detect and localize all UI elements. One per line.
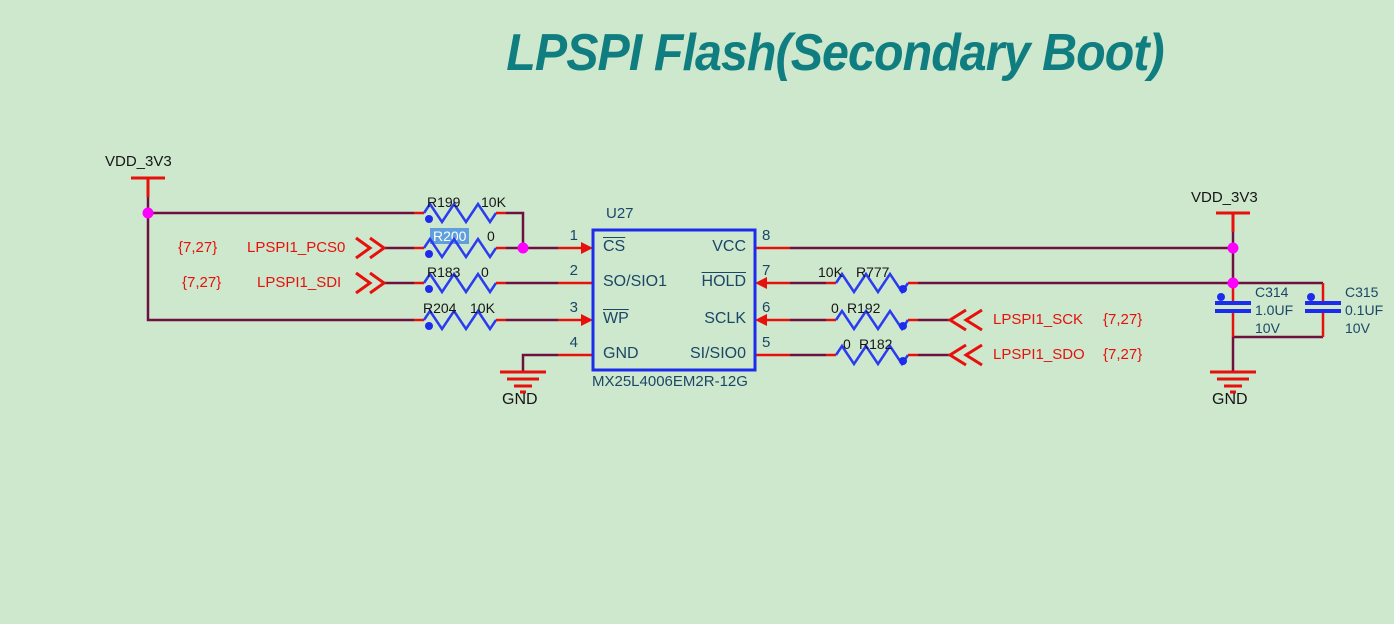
pin-number-8: 8 xyxy=(762,227,771,244)
net-name-pcs0[interactable]: LPSPI1_PCS0 xyxy=(247,239,346,256)
resistor-value-r182[interactable]: 0 xyxy=(843,336,851,352)
gnd-label-right: GND xyxy=(1212,391,1248,408)
resistor-value-r192[interactable]: 0 xyxy=(831,300,839,316)
offpage-connector-sck[interactable] xyxy=(947,308,983,332)
pin-name-so-sio1: SO/SIO1 xyxy=(603,273,668,290)
net-wires[interactable] xyxy=(146,197,1323,371)
resistor-ref-r183[interactable]: R183 xyxy=(427,264,461,280)
resistor-ref-r200-selected[interactable]: R200 xyxy=(430,228,470,245)
net-pages-sdo[interactable]: {7,27} xyxy=(1103,346,1143,363)
capacitor-voltage-c314[interactable]: 10V xyxy=(1255,320,1280,336)
offpage-connector-sdo[interactable] xyxy=(947,343,983,367)
pin-number-2: 2 xyxy=(569,262,578,279)
capacitor-value-c315[interactable]: 0.1UF xyxy=(1345,302,1384,318)
resistor-value-r777[interactable]: 10K xyxy=(818,264,843,280)
resistor-r183[interactable] xyxy=(414,271,506,295)
pin-name-wp: WP xyxy=(603,310,629,327)
resistor-value-r183[interactable]: 0 xyxy=(481,264,489,280)
resistor-ref-r777[interactable]: R777 xyxy=(856,264,890,280)
capacitor-c314[interactable] xyxy=(1215,283,1251,337)
resistor-ref-r199[interactable]: R199 xyxy=(427,194,461,210)
ground-symbol-left[interactable] xyxy=(500,370,546,394)
pin-name-si-sio0: SI/SIO0 xyxy=(689,345,746,362)
ic-pin-stubs[interactable] xyxy=(558,246,790,357)
net-name-sdo[interactable]: LPSPI1_SDO xyxy=(993,346,1085,363)
gnd-label-left: GND xyxy=(502,391,538,408)
resistor-r777[interactable] xyxy=(826,271,918,295)
pin-name-vcc: VCC xyxy=(712,238,746,255)
resistor-ref-r204[interactable]: R204 xyxy=(423,300,457,316)
junction-dots xyxy=(142,207,1239,289)
net-pages-pcs0[interactable]: {7,27} xyxy=(178,239,218,256)
resistor-r204[interactable] xyxy=(414,308,506,332)
net-pages-sck[interactable]: {7,27} xyxy=(1103,311,1143,328)
capacitor-voltage-c315[interactable]: 10V xyxy=(1345,320,1370,336)
capacitor-c315[interactable] xyxy=(1305,283,1341,337)
capacitor-ref-c314[interactable]: C314 xyxy=(1255,284,1289,300)
ground-symbol-right[interactable] xyxy=(1210,370,1256,394)
pin-number-4: 4 xyxy=(569,334,578,351)
pin-name-cs: CS xyxy=(603,238,626,255)
resistor-r199[interactable] xyxy=(414,201,506,225)
page-title: LPSPI Flash(Secondary Boot) xyxy=(506,24,1164,82)
net-pages-sdi[interactable]: {7,27} xyxy=(182,274,222,291)
net-name-sdi[interactable]: LPSPI1_SDI xyxy=(257,274,342,291)
vdd-label-right: VDD_3V3 xyxy=(1191,189,1258,206)
pin-name-gnd: GND xyxy=(603,345,639,362)
resistor-r182[interactable] xyxy=(826,343,918,367)
offpage-connector-pcs0[interactable] xyxy=(355,236,387,260)
resistor-value-r200[interactable]: 0 xyxy=(487,228,495,244)
capacitor-value-c314[interactable]: 1.0UF xyxy=(1255,302,1294,318)
resistor-value-r204[interactable]: 10K xyxy=(470,300,495,316)
pin-arrows xyxy=(581,242,767,326)
vdd-label-left: VDD_3V3 xyxy=(105,153,172,170)
pin-number-5: 5 xyxy=(762,334,771,351)
pin-number-3: 3 xyxy=(569,299,578,316)
resistor-ref-r182[interactable]: R182 xyxy=(859,336,893,352)
resistor-r192[interactable] xyxy=(826,308,918,332)
net-name-sck[interactable]: LPSPI1_SCK xyxy=(993,311,1084,328)
ic-refdes[interactable]: U27 xyxy=(606,205,634,222)
pin-name-hold: HOLD xyxy=(701,273,746,290)
power-symbol-right[interactable] xyxy=(1216,211,1250,232)
pin-number-1: 1 xyxy=(569,227,578,244)
pin-number-6: 6 xyxy=(762,299,771,316)
pin-name-sclk: SCLK xyxy=(704,310,746,327)
ic-u27-body[interactable] xyxy=(591,228,757,372)
power-symbol-left[interactable] xyxy=(131,176,165,197)
capacitor-ref-c315[interactable]: C315 xyxy=(1345,284,1379,300)
ic-part-number[interactable]: MX25L4006EM2R-12G xyxy=(592,373,748,390)
pin-number-7: 7 xyxy=(762,262,771,279)
resistor-ref-r192[interactable]: R192 xyxy=(847,300,881,316)
resistor-r200[interactable] xyxy=(414,236,506,260)
offpage-connector-sdi[interactable] xyxy=(355,271,387,295)
resistor-value-r199[interactable]: 10K xyxy=(481,194,506,210)
